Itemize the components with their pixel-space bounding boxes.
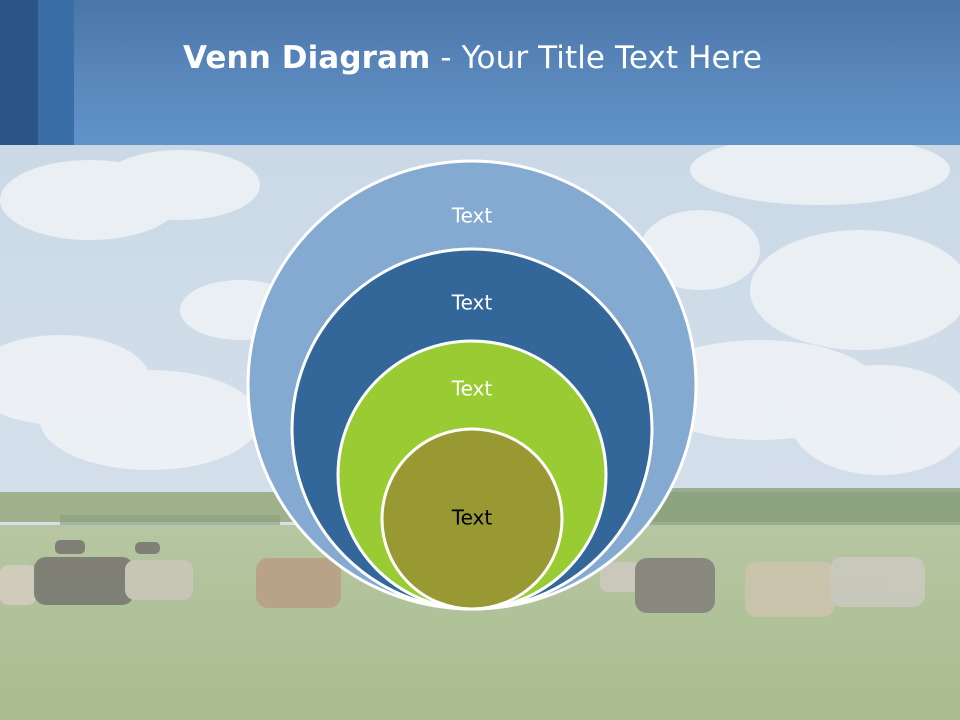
ring-4-label: Text [451,506,493,530]
ring-1-label: Text [451,204,493,228]
slide-title-bold: Venn Diagram [183,40,431,76]
header-bar: Venn Diagram - Your Title Text Here [0,0,960,145]
header-accent-strip-mid [38,0,74,145]
slide-title: Venn Diagram - Your Title Text Here [183,40,762,76]
ring-3-label: Text [451,377,493,401]
header-accent-strip-dark [0,0,38,145]
ring-2-label: Text [451,291,493,315]
slide-title-rest: - Your Title Text Here [430,40,763,76]
ring-4 [380,427,564,611]
